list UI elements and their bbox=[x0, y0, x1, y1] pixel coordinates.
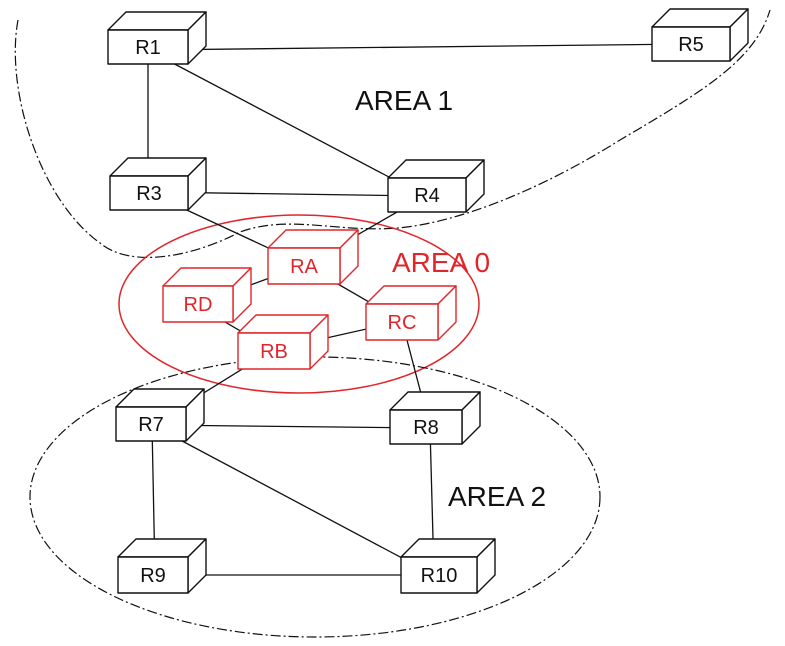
router-label: R8 bbox=[413, 417, 439, 439]
router-box-front bbox=[400, 556, 478, 594]
router-box-front bbox=[117, 556, 189, 594]
router-r7[interactable]: R7 bbox=[115, 388, 205, 442]
router-box-front bbox=[237, 332, 311, 370]
router-label: R9 bbox=[140, 565, 166, 587]
router-rb[interactable]: RB bbox=[237, 314, 329, 370]
area0-boundary bbox=[118, 214, 480, 394]
link-r7-r10 bbox=[151, 424, 435, 576]
area1-boundary bbox=[14, 9, 771, 258]
router-box-front bbox=[365, 303, 439, 341]
router-box-front bbox=[107, 29, 189, 65]
router-label: R1 bbox=[135, 37, 161, 59]
router-label: RA bbox=[290, 256, 318, 278]
router-label: R4 bbox=[414, 185, 440, 207]
router-label: R5 bbox=[678, 34, 704, 56]
router-r3[interactable]: R3 bbox=[109, 157, 207, 211]
link-r1-r4 bbox=[147, 49, 426, 197]
router-rd[interactable]: RD bbox=[162, 267, 252, 323]
router-box-front bbox=[162, 285, 234, 323]
router-box-front bbox=[115, 406, 187, 442]
router-box-front bbox=[267, 247, 341, 285]
router-box-front bbox=[651, 26, 731, 62]
router-r8[interactable]: R8 bbox=[389, 391, 481, 445]
router-label: R7 bbox=[138, 414, 164, 436]
router-r1[interactable]: R1 bbox=[107, 11, 207, 65]
area2-label: AREA 2 bbox=[448, 481, 546, 512]
router-label: RD bbox=[184, 294, 213, 316]
router-r5[interactable]: R5 bbox=[651, 8, 749, 62]
router-label: R3 bbox=[136, 183, 162, 205]
router-box-front bbox=[387, 177, 467, 213]
router-r9[interactable]: R9 bbox=[117, 538, 207, 594]
router-label: RC bbox=[388, 312, 417, 334]
router-rc[interactable]: RC bbox=[365, 285, 457, 341]
area0-label: AREA 0 bbox=[392, 247, 490, 278]
router-r10[interactable]: R10 bbox=[400, 538, 496, 594]
router-ra[interactable]: RA bbox=[267, 229, 359, 285]
link-r1-r5 bbox=[147, 43, 691, 51]
router-label: RB bbox=[260, 341, 288, 363]
area1-label: AREA 1 bbox=[355, 85, 453, 116]
router-r4[interactable]: R4 bbox=[387, 159, 485, 213]
router-box-front bbox=[389, 409, 463, 445]
router-box-front bbox=[109, 175, 189, 211]
router-label: R10 bbox=[421, 565, 458, 587]
